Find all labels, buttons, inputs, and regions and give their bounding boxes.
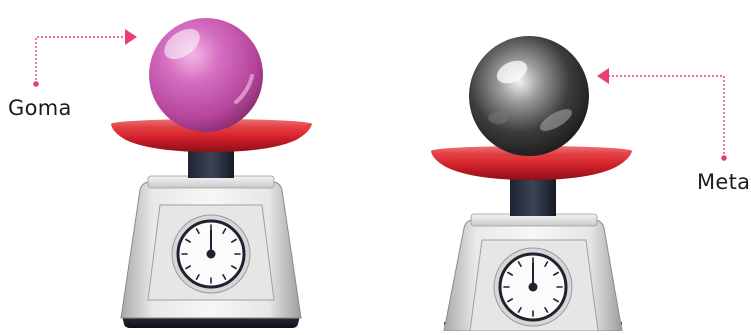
- callout-line: [609, 76, 724, 158]
- metal-ball-scale: [431, 36, 632, 331]
- dial: [172, 215, 250, 293]
- callout-arrow: [597, 68, 609, 84]
- callout-rubber: [33, 29, 137, 87]
- label-rubber: Goma: [8, 98, 72, 119]
- callout-metal: [597, 68, 727, 161]
- dial: [494, 248, 572, 326]
- metal-ball: [469, 36, 589, 156]
- scale-neck: [510, 176, 556, 216]
- rubber-ball: [149, 18, 263, 132]
- callout-line: [36, 37, 126, 84]
- callout-arrow: [125, 29, 137, 45]
- rubber-ball-scale: [111, 18, 312, 328]
- label-metal: Metal: [697, 172, 751, 193]
